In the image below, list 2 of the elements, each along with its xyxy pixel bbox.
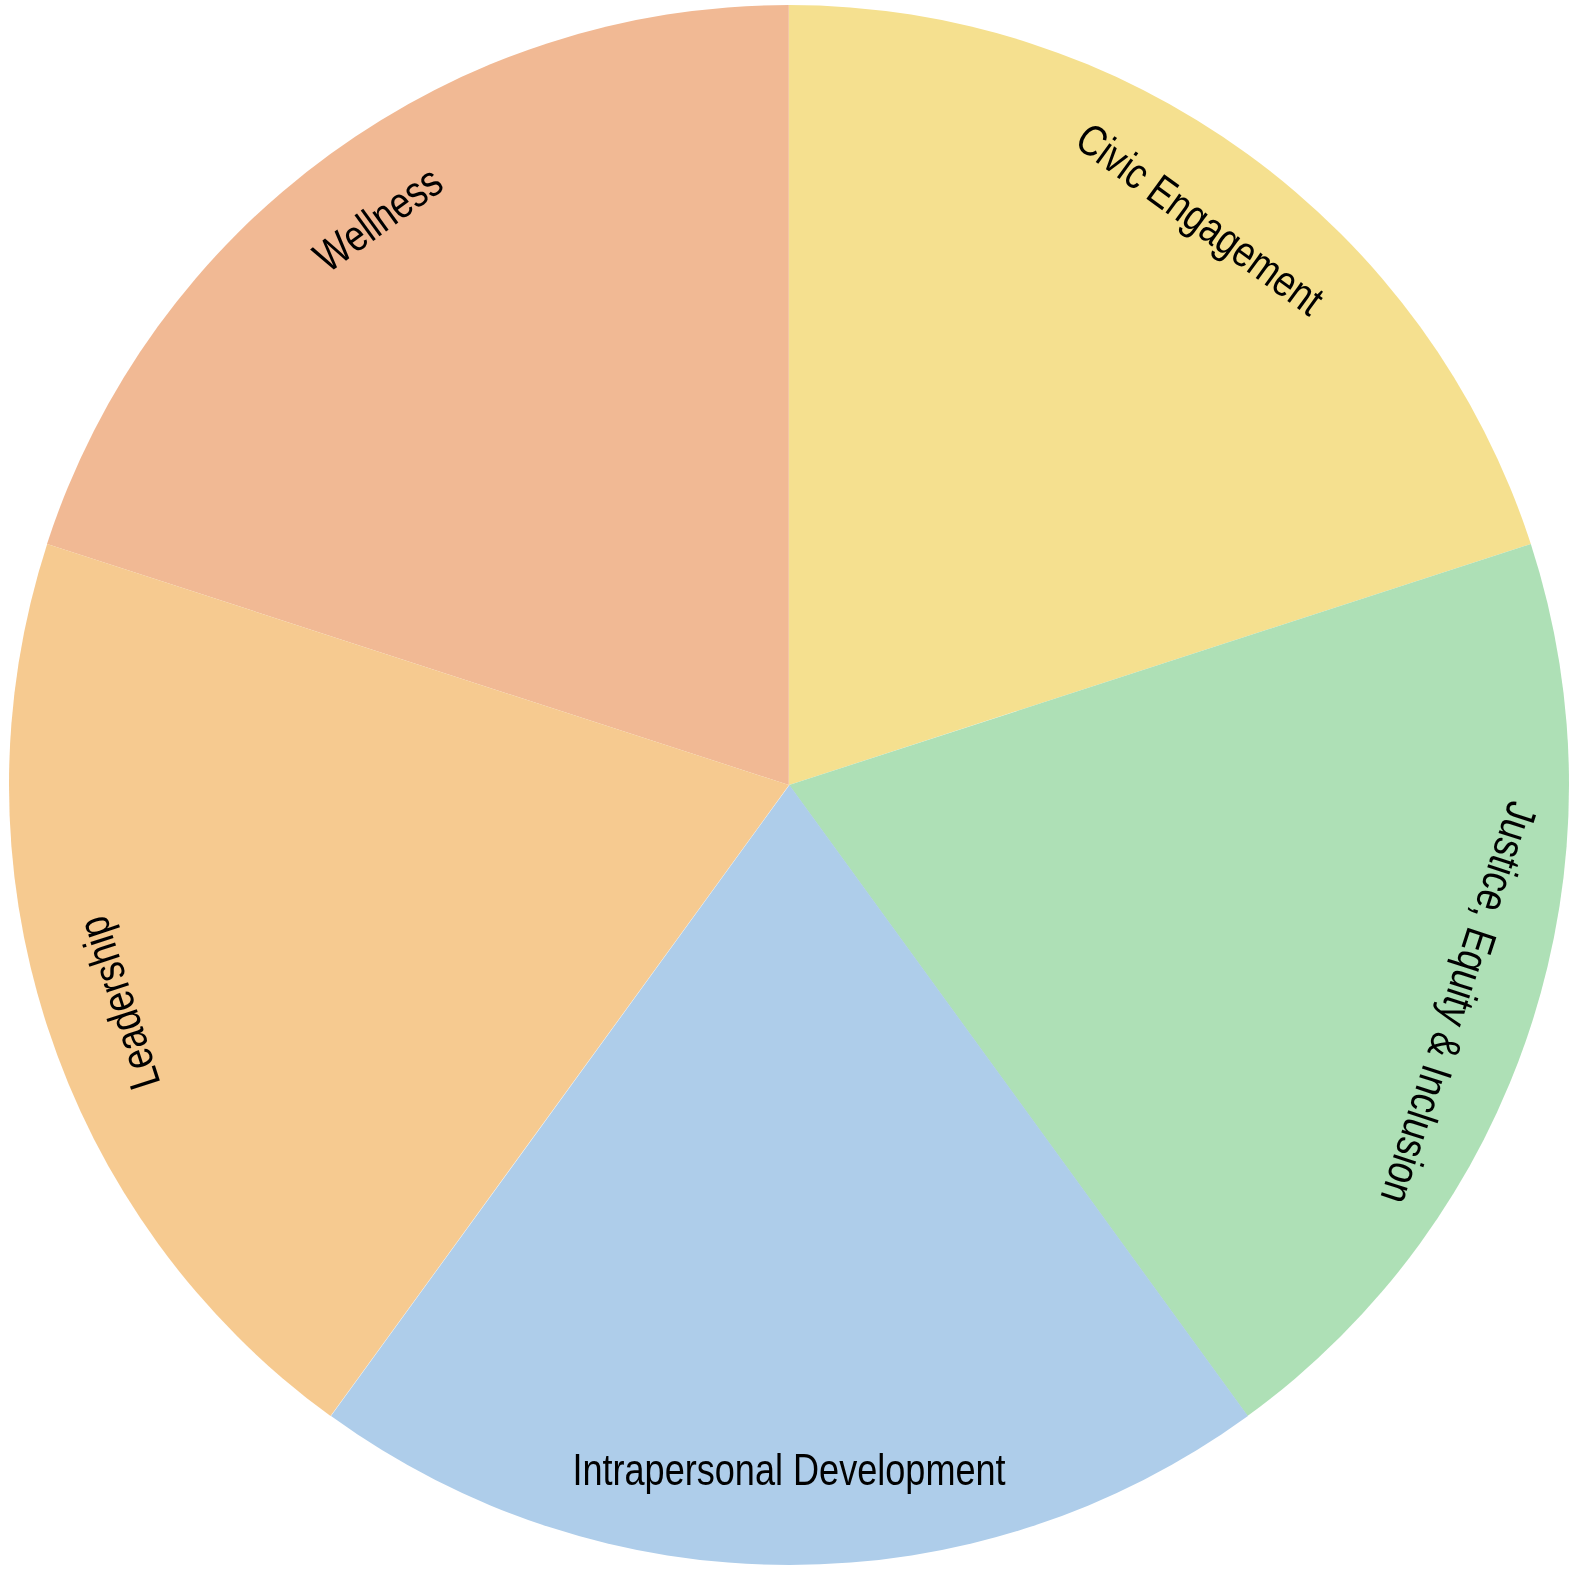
slice-label: Intrapersonal Development xyxy=(572,1445,1006,1495)
slice-label: Justice, Equity & Inclusion xyxy=(1370,795,1548,1210)
